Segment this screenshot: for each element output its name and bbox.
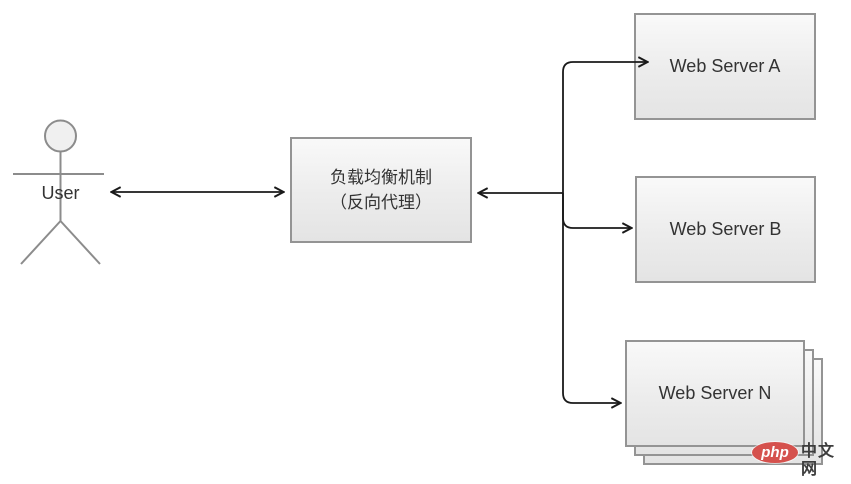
user-label: User [41, 183, 80, 203]
php-watermark-logo-icon: php [752, 442, 798, 463]
user-head-icon [44, 119, 77, 153]
web-server-a-label: Web Server A [669, 56, 781, 76]
web-server-n-label: Web Server N [658, 383, 772, 403]
load-balancer-node: 负载均衡机制 （反向代理） [290, 137, 472, 243]
web-server-b-node: Web Server B [635, 176, 816, 283]
load-balancer-label-line1: 负载均衡机制 [330, 167, 432, 187]
web-server-n-node: Web Server N [625, 340, 805, 447]
user-figure-shape [13, 119, 104, 265]
user-right-leg-line [59, 220, 101, 265]
load-balancer-label-line2: （反向代理） [330, 193, 432, 212]
php-watermark-site-text: 中文网 [801, 443, 836, 478]
web-server-a-node: Web Server A [634, 13, 816, 120]
web-server-b-label: Web Server B [669, 219, 782, 239]
user-left-leg-line [20, 220, 62, 265]
